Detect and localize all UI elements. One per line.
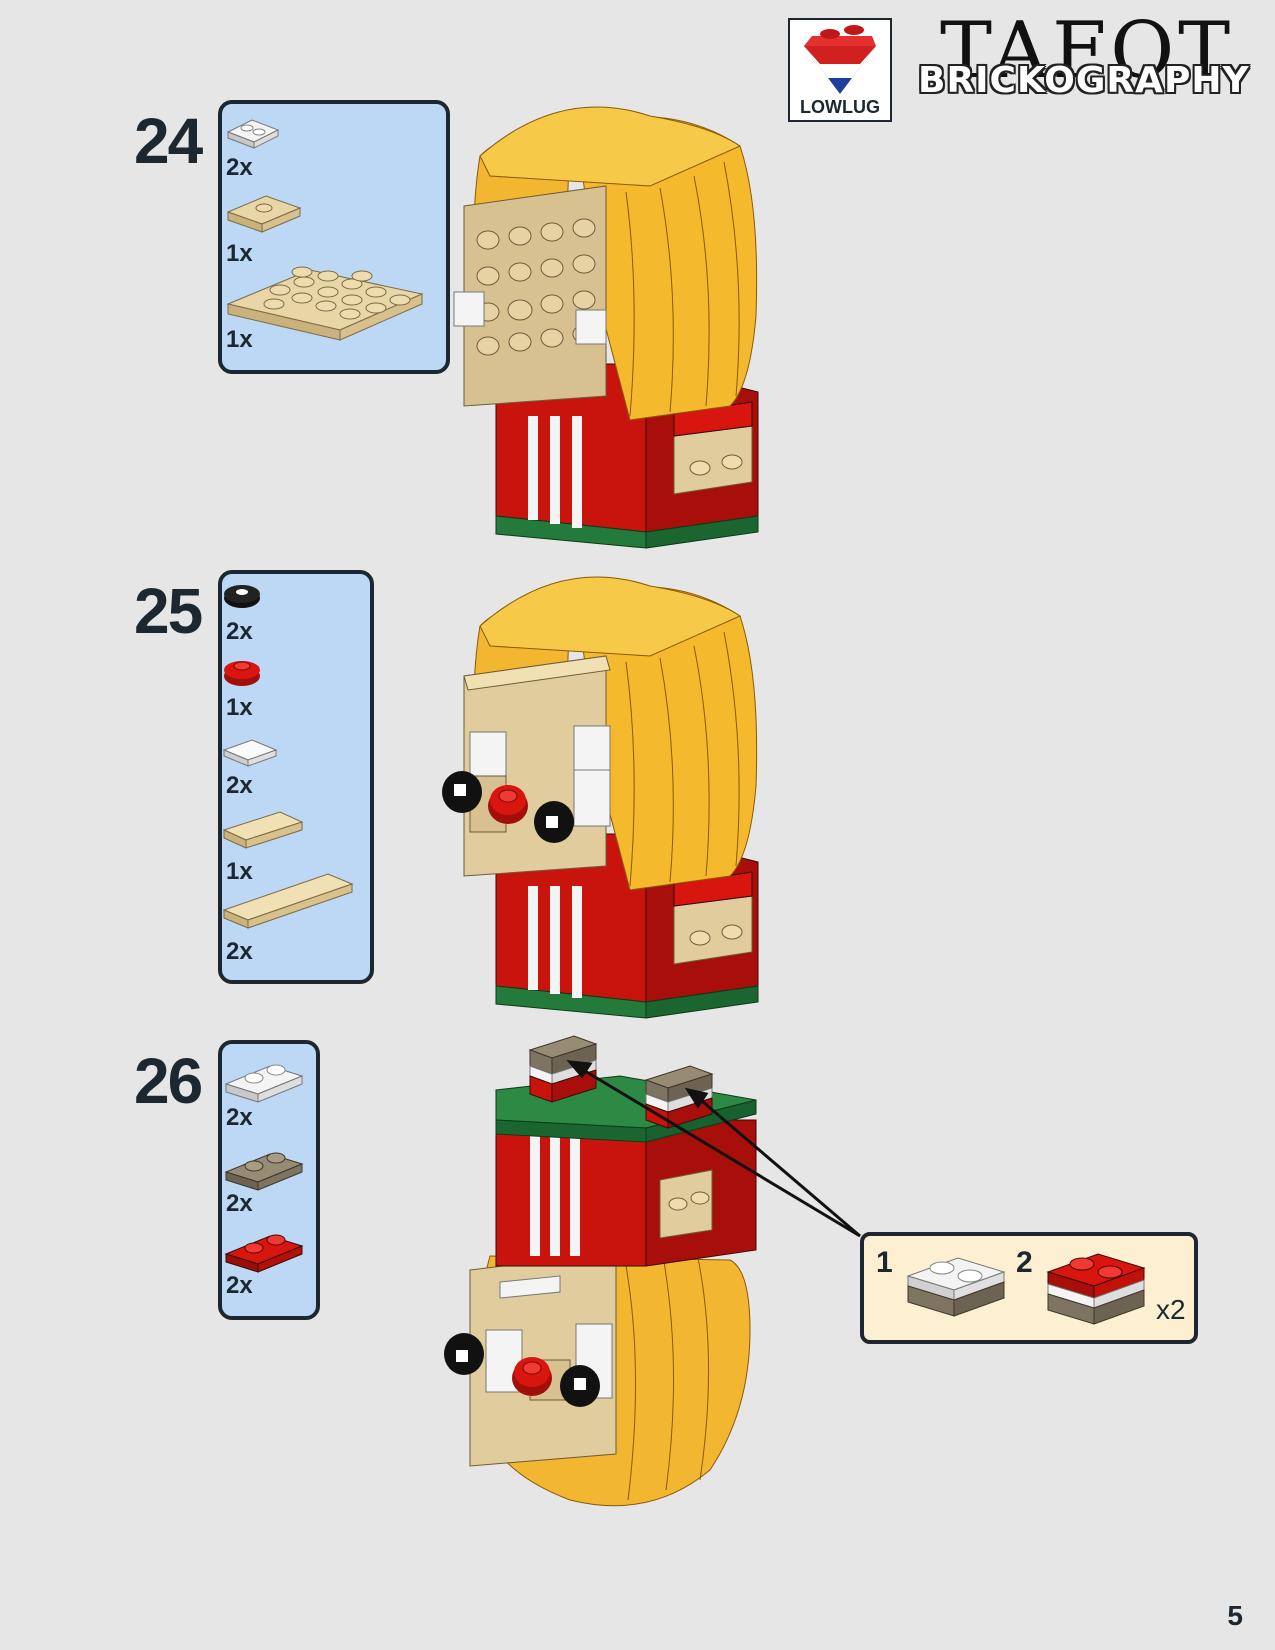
round-plate-red-icon bbox=[224, 661, 260, 686]
plate-4x4-tan-icon bbox=[226, 266, 424, 341]
part-qty: 1x bbox=[226, 694, 253, 721]
plate-2x2-jumper-tan-icon bbox=[226, 195, 302, 233]
subassembly-multiplier: x2 bbox=[1156, 1294, 1186, 1325]
brand-subtitle: BRICKOGRAPHY bbox=[918, 60, 1250, 101]
round-tile-black-icon bbox=[224, 585, 260, 608]
tile-1x2-tan-icon bbox=[222, 811, 304, 849]
page-number: 5 bbox=[1227, 1600, 1243, 1631]
part-qty: 1x bbox=[226, 326, 253, 353]
step-24-model bbox=[453, 106, 759, 549]
eye-right-icon bbox=[534, 801, 574, 843]
part-qty: 2x bbox=[226, 772, 253, 799]
plate-1x2-white-icon bbox=[226, 119, 280, 149]
tile-1x4-tan-icon bbox=[222, 873, 354, 929]
nose-icon bbox=[488, 785, 528, 824]
part-qty: 2x bbox=[226, 154, 253, 181]
step-26-model bbox=[444, 1035, 861, 1507]
part-qty: 2x bbox=[226, 1104, 253, 1131]
plate-1x2-white-icon bbox=[224, 1064, 304, 1103]
plate-1x2-dark-tan-icon bbox=[224, 1152, 304, 1191]
face-plate bbox=[453, 185, 607, 407]
logo-brick-icon bbox=[804, 25, 876, 94]
parts-list: 2x 2x 2x bbox=[218, 1040, 320, 1320]
torso bbox=[495, 1075, 757, 1267]
subassembly-callout: 1 2 x2 bbox=[860, 1232, 1198, 1344]
part-qty: 1x bbox=[226, 240, 253, 267]
step-number: 26 bbox=[134, 1045, 203, 1117]
foot-right-stack bbox=[644, 1065, 714, 1129]
parts-list-art bbox=[224, 1064, 304, 1273]
part-qty: 2x bbox=[226, 938, 253, 965]
plate-1x2-red-icon bbox=[224, 1234, 304, 1273]
parts-list-art bbox=[222, 585, 354, 929]
subassembly-step: 1 bbox=[876, 1246, 893, 1279]
brand-title: TAFOT bbox=[940, 6, 1235, 96]
face bbox=[463, 655, 611, 877]
eye-left-icon bbox=[442, 771, 482, 813]
subassembly-step: 2 bbox=[1016, 1246, 1033, 1279]
part-qty: 2x bbox=[226, 1272, 253, 1299]
part-qty: 1x bbox=[226, 858, 253, 885]
foot-left-stack bbox=[528, 1035, 598, 1103]
parts-list-art bbox=[226, 119, 424, 341]
parts-list: 2x 1x 1x bbox=[218, 100, 450, 374]
lowlug-logo: LOWLUG bbox=[788, 18, 892, 122]
part-qty: 2x bbox=[226, 618, 253, 645]
part-qty: 2x bbox=[226, 1190, 253, 1217]
step-number: 24 bbox=[134, 105, 203, 177]
step-number: 25 bbox=[134, 575, 203, 647]
tile-white-icon bbox=[222, 739, 278, 767]
subassembly-part-2-icon bbox=[1046, 1253, 1146, 1325]
eye-left-icon bbox=[444, 1333, 484, 1375]
eye-right-icon bbox=[560, 1365, 600, 1407]
subassembly-part-1-icon bbox=[906, 1257, 1006, 1317]
arrow-icon bbox=[566, 1060, 861, 1238]
logo-label: LOWLUG bbox=[800, 97, 880, 117]
nose-icon bbox=[512, 1357, 552, 1396]
face bbox=[469, 1251, 617, 1467]
parts-list: 2x 1x 2x 1x 2x bbox=[218, 570, 374, 984]
step-25-model bbox=[442, 576, 759, 1019]
torso bbox=[495, 833, 759, 1019]
